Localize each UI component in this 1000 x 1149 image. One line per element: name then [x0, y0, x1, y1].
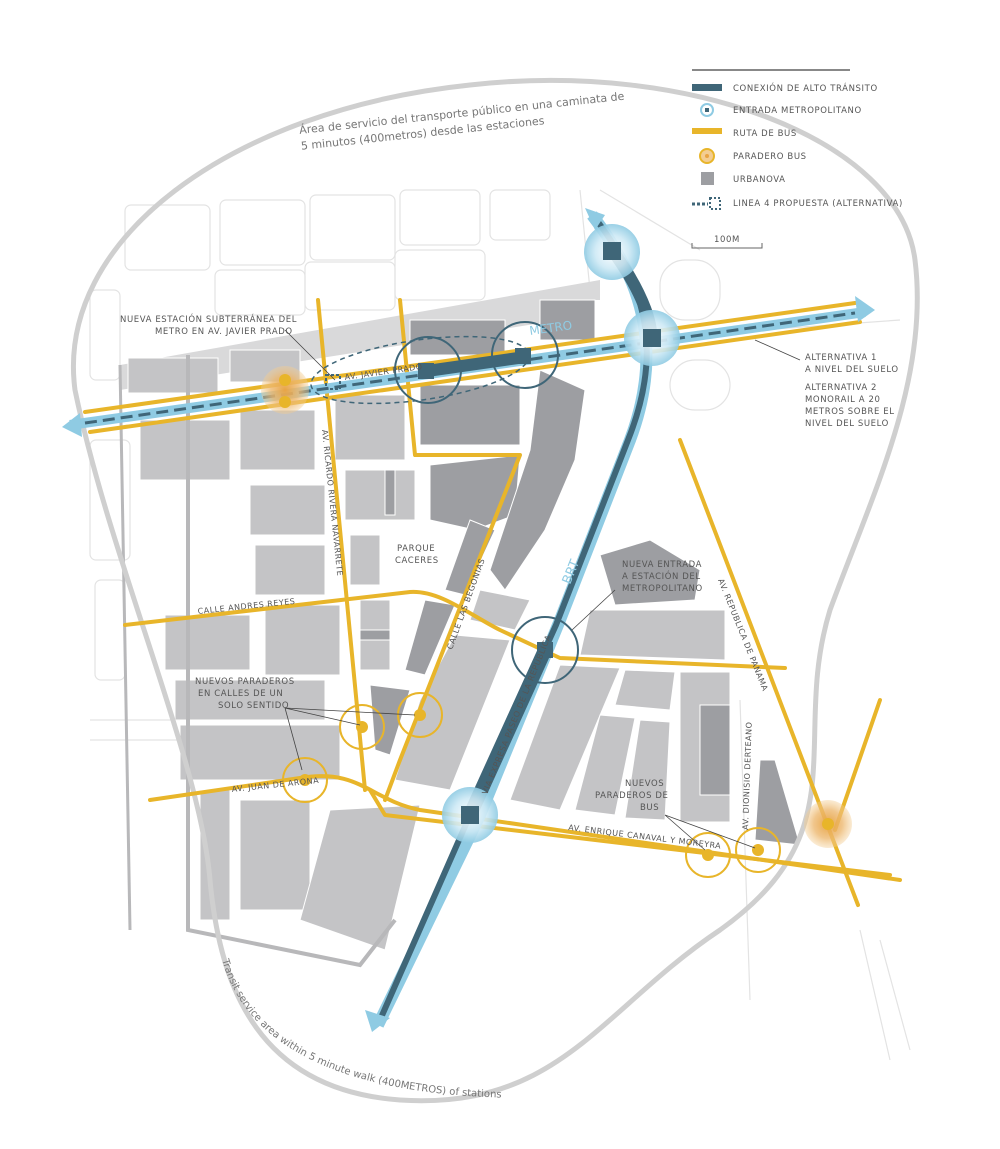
svg-text:CACERES: CACERES	[395, 556, 439, 566]
svg-text:PARQUE: PARQUE	[397, 544, 435, 554]
annotation-metro-station: NUEVA ESTACIÓN SUBTERRÁNEA DEL	[120, 313, 297, 325]
svg-text:NUEVA ENTRADA: NUEVA ENTRADA	[622, 560, 702, 570]
svg-text:PARADERO BUS: PARADERO BUS	[733, 152, 807, 162]
svg-text:PARADEROS DE: PARADEROS DE	[595, 791, 669, 801]
svg-text:CONEXIÓN DE ALTO TRÁNSITO: CONEXIÓN DE ALTO TRÁNSITO	[733, 82, 878, 94]
park-label: PARQUE CACERES	[395, 544, 439, 566]
walk-area-text-en-path: Transit service area within 5 minute wal…	[219, 957, 502, 1101]
arrow-north-icon	[585, 208, 605, 230]
svg-text:MONORAIL A 20: MONORAIL A 20	[805, 395, 881, 405]
svg-text:ENTRADA METROPOLITANO: ENTRADA METROPOLITANO	[733, 106, 862, 116]
leader-lines	[284, 329, 801, 851]
svg-text:METROPOLITANO: METROPOLITANO	[622, 584, 703, 594]
arrow-west-icon	[62, 413, 82, 437]
arrow-east-icon	[855, 296, 875, 322]
annotation-one-way-stops: NUEVOS PARADEROS EN CALLES DE UN SOLO SE…	[195, 677, 295, 711]
svg-text:SOLO SENTIDO: SOLO SENTIDO	[218, 701, 289, 711]
svg-text:ALTERNATIVA 1: ALTERNATIVA 1	[805, 353, 877, 363]
high-transit-connection	[419, 351, 526, 378]
svg-text:LINEA 4 PROPUESTA (ALTERNATIVA: LINEA 4 PROPUESTA (ALTERNATIVA)	[733, 199, 903, 209]
svg-text:NUEVOS: NUEVOS	[625, 779, 664, 789]
svg-text:EN CALLES DE UN: EN CALLES DE UN	[198, 689, 283, 699]
svg-text:METROS SOBRE EL: METROS SOBRE EL	[805, 407, 895, 417]
annotation-new-stops: NUEVOS PARADEROS DE BUS	[595, 779, 669, 813]
svg-text:NIVEL DEL SUELO: NIVEL DEL SUELO	[805, 419, 889, 429]
walk-area-text-en: Transit service area within 5 minute wal…	[219, 957, 502, 1101]
annotation-alternatives: ALTERNATIVA 1 A NIVEL DEL SUELO ALTERNAT…	[805, 353, 899, 429]
svg-text:BUS: BUS	[640, 803, 659, 813]
svg-text:A ESTACIÓN DEL: A ESTACIÓN DEL	[622, 570, 701, 582]
arrow-south-icon	[365, 1010, 390, 1032]
bus-route-bar-icon	[692, 128, 722, 134]
high-transit-bar-icon	[692, 84, 722, 91]
walk-area-text-es: Área de servicio del transporte público …	[299, 90, 625, 153]
svg-text:A NIVEL DEL SUELO: A NIVEL DEL SUELO	[805, 365, 899, 375]
metro-stations	[325, 224, 680, 843]
annotation-new-entrance: NUEVA ENTRADA A ESTACIÓN DEL METROPOLITA…	[622, 560, 703, 594]
metro-label: METRO	[528, 318, 573, 338]
urbanova-blocks	[118, 280, 801, 968]
annotation-metro-station-line2: METRO EN AV. JAVIER PRADO	[155, 327, 293, 337]
bus-stops	[261, 366, 852, 878]
svg-text:NUEVOS PARADEROS: NUEVOS PARADEROS	[195, 677, 295, 687]
urbanova-square-icon	[701, 172, 714, 185]
street-derteano: AV. DIONISIO DERTEANO	[741, 722, 754, 831]
scale-bar	[691, 243, 763, 249]
svg-text:ALTERNATIVA 2: ALTERNATIVA 2	[805, 383, 877, 393]
legend: CONEXIÓN DE ALTO TRÁNSITO ENTRADA METROP…	[691, 69, 903, 249]
brt-thick-segment	[463, 647, 552, 818]
svg-text:RUTA DE BUS: RUTA DE BUS	[733, 129, 797, 139]
svg-text:URBANOVA: URBANOVA	[733, 175, 786, 185]
walk-area-outline	[71, 77, 920, 1104]
scale-label: 100M	[714, 235, 740, 245]
